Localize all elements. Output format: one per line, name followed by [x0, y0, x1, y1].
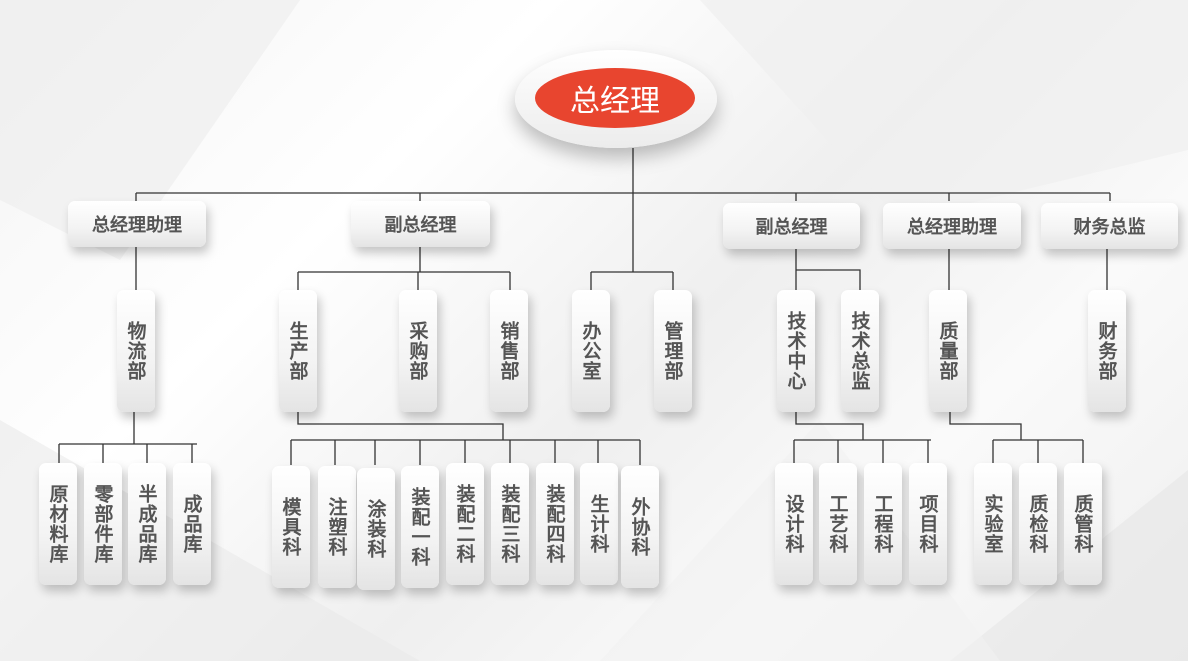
purchasing-dept-node: 采购部	[399, 290, 437, 412]
quality-management-section-node: 质管科	[1064, 463, 1102, 585]
process-section-node: 工艺科	[819, 463, 857, 585]
outsourcing-section-node: 外协科	[621, 466, 659, 588]
sales-dept-node: 销售部	[490, 290, 528, 412]
production-planning-section-node: 生计科	[580, 463, 618, 585]
finance-dept-node: 财务部	[1088, 290, 1126, 412]
painting-section-node: 涂装科	[357, 468, 395, 590]
logistics-dept-node: 物流部	[117, 290, 155, 412]
injection-section-node: 注塑科	[318, 466, 356, 588]
office-node: 办公室	[572, 290, 610, 412]
assembly-4-section-node: 装配四科	[536, 463, 574, 585]
assembly-1-section-node: 装配一科	[401, 466, 439, 588]
mold-section-node: 模具科	[272, 466, 310, 588]
quality-inspection-section-node: 质检科	[1019, 463, 1057, 585]
management-dept-node: 管理部	[654, 290, 692, 412]
laboratory-node: 实验室	[974, 463, 1012, 585]
production-dept-node: 生产部	[279, 290, 317, 412]
deputy-gm-node-2: 副总经理	[723, 203, 860, 249]
quality-dept-node: 质量部	[929, 290, 967, 412]
semi-finished-store-node: 半成品库	[128, 463, 166, 585]
design-section-node: 设计科	[775, 463, 813, 585]
raw-material-store-node: 原材料库	[39, 463, 77, 585]
engineering-section-node: 工程科	[864, 463, 902, 585]
finished-store-node: 成品库	[173, 463, 211, 585]
gm-assistant-node-2: 总经理助理	[883, 203, 1021, 249]
tech-director-node: 技术总监	[841, 290, 879, 412]
assembly-2-section-node: 装配二科	[446, 463, 484, 585]
parts-store-node: 零部件库	[84, 463, 122, 585]
assembly-3-section-node: 装配三科	[491, 463, 529, 585]
ceo-node: 总经理	[535, 68, 695, 128]
gm-assistant-node-1: 总经理助理	[68, 201, 206, 247]
project-section-node: 项目科	[909, 463, 947, 585]
tech-center-node: 技术中心	[777, 290, 815, 412]
cfo-node: 财务总监	[1041, 203, 1178, 249]
deputy-gm-node-1: 副总经理	[351, 201, 490, 247]
